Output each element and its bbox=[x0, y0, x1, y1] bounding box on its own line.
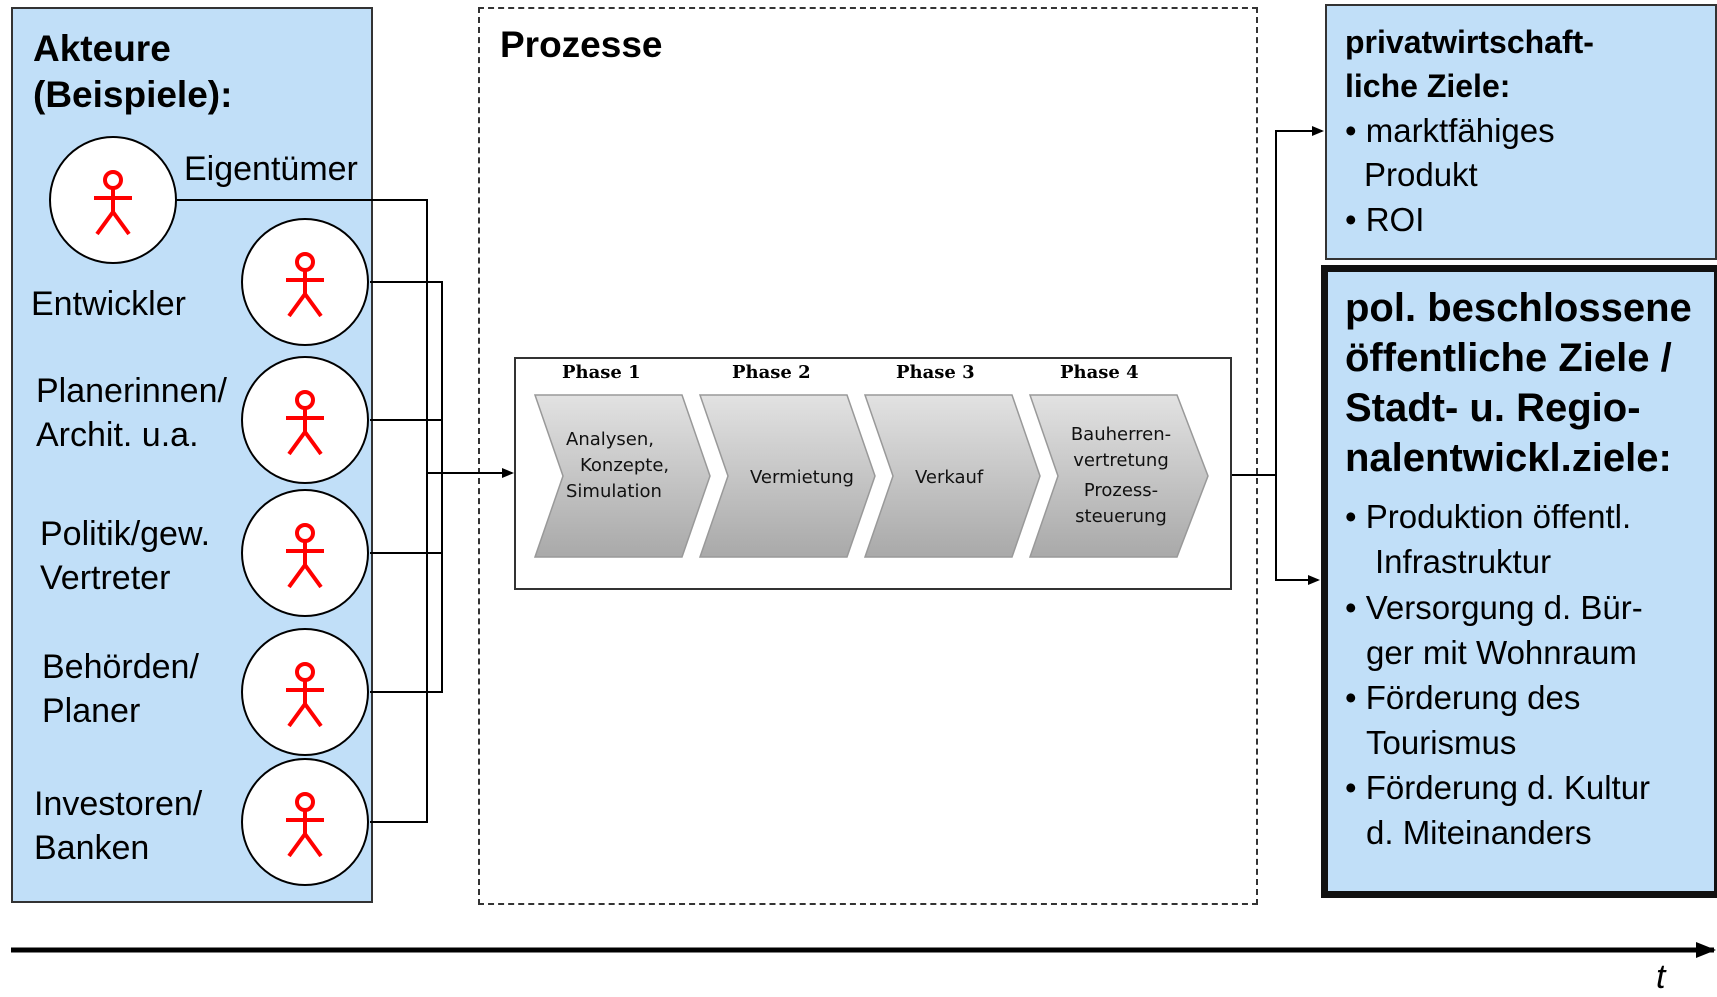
public-goal-item: • Förderung d. Kultur d. Miteinanders bbox=[1345, 769, 1651, 851]
actor-label-behoerden: Behörden/ Planer bbox=[42, 648, 199, 730]
actor-label-investoren: Investoren/ Banken bbox=[34, 785, 203, 867]
public-goal-item: • Versorgung d. Bür- ger mit Wohnraum bbox=[1345, 589, 1643, 671]
actor-label-entwickler: Entwickler bbox=[31, 285, 186, 323]
chevron-phase-2 bbox=[698, 394, 876, 558]
time-axis-label: t bbox=[1656, 958, 1666, 996]
private-goals-title: privatwirtschaft- liche Ziele: bbox=[1345, 24, 1594, 104]
actor-icons bbox=[49, 136, 369, 886]
chevron-phase-3 bbox=[863, 394, 1041, 558]
phase-1-text: Analysen, Konzepte, Simulation bbox=[566, 429, 670, 502]
actor-connectors bbox=[177, 199, 443, 823]
public-goal-item: • Förderung des Tourismus bbox=[1345, 679, 1581, 761]
phase-2-text: Vermietung bbox=[750, 467, 854, 488]
actors-title: Akteure (Beispiele): bbox=[33, 28, 233, 115]
chevron-phase-4 bbox=[1028, 394, 1209, 558]
private-goals-panel bbox=[1325, 4, 1717, 260]
phase-head-2: Phase 2 bbox=[732, 362, 811, 383]
actor-label-planerinnen: Planerinnen/ Archit. u.a. bbox=[36, 372, 227, 454]
phase-3-text: Verkauf bbox=[915, 467, 984, 488]
public-goals-title: pol. beschlossene öffentliche Ziele / St… bbox=[1345, 286, 1692, 480]
phase-head-1: Phase 1 bbox=[562, 362, 641, 383]
chevron-phase-1 bbox=[533, 394, 711, 558]
phase-chevrons bbox=[533, 394, 1209, 558]
actor-label-eigentuemer: Eigentümer bbox=[184, 150, 358, 188]
process-title: Prozesse bbox=[500, 24, 663, 65]
actor-label-politik: Politik/gew. Vertreter bbox=[40, 515, 211, 597]
public-goal-item: • Produktion öffentl. Infrastruktur bbox=[1345, 498, 1632, 580]
private-goal-item: • ROI bbox=[1345, 201, 1425, 238]
private-goal-item: • marktfähiges Produkt bbox=[1345, 112, 1555, 193]
phase-4-text: Bauherren- vertretung Prozess- steuerung bbox=[1070, 424, 1172, 527]
goal-connectors bbox=[1232, 126, 1324, 585]
public-goals-panel bbox=[1321, 265, 1717, 898]
phase-head-3: Phase 3 bbox=[896, 362, 975, 383]
phase-head-4: Phase 4 bbox=[1060, 362, 1139, 383]
